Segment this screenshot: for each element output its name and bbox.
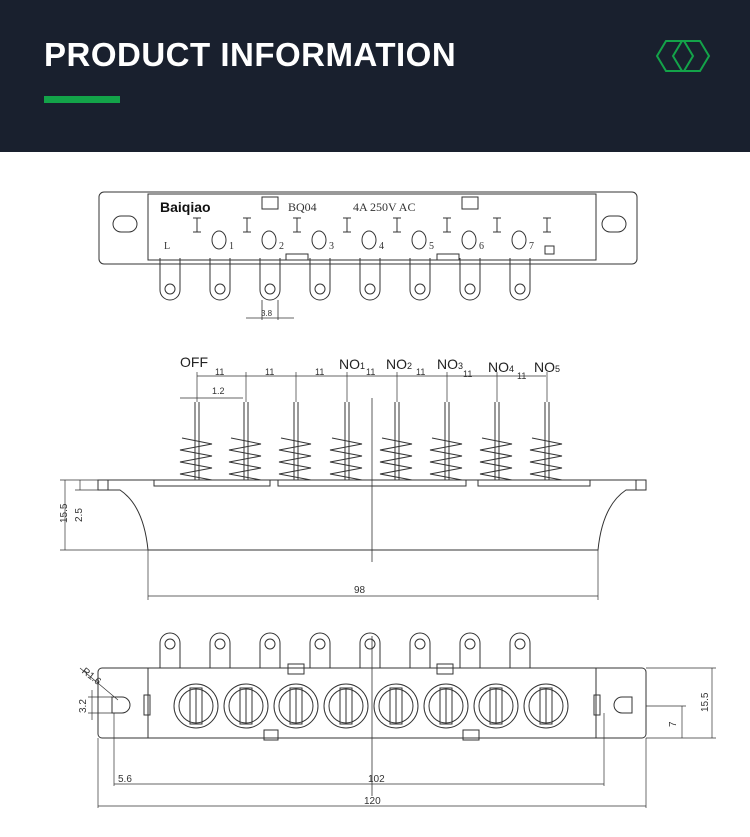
- top-terminals: [159, 258, 531, 301]
- top-key-small: [544, 245, 555, 255]
- spacing-dim-3: 11: [315, 367, 324, 377]
- page-title: PRODUCT INFORMATION: [44, 36, 457, 73]
- spacing-dim-6: 11: [463, 369, 472, 379]
- top-housing: [147, 193, 597, 261]
- contact-off-label: OFF: [180, 354, 208, 370]
- spacing-dim-4: 11: [366, 367, 375, 377]
- title-accent-bar: [44, 96, 120, 103]
- side-springs: [179, 402, 563, 481]
- header-banner: PRODUCT INFORMATION: [0, 0, 750, 152]
- side-offset-dim: 2.5: [74, 508, 85, 522]
- bottom-half-height-dimension: 7: [668, 721, 679, 727]
- contact-no1-label: NO1: [339, 356, 365, 372]
- pin-label-6: 6: [479, 241, 484, 252]
- bottom-tab-bottom: [263, 729, 279, 741]
- bottom-view: [79, 632, 716, 808]
- model-label: BQ04: [288, 200, 317, 214]
- contact-no3-label: NO3: [437, 356, 463, 372]
- brand-label: Baiqiao: [160, 199, 211, 215]
- technical-drawing: Baiqiao BQ04 4A 250V AC L 1 2 3 4 5 6 7 …: [59, 191, 716, 808]
- pin-label-7: 7: [529, 241, 534, 252]
- pin-label-4: 4: [379, 241, 384, 252]
- top-key-right: [436, 253, 460, 261]
- bottom-dim-lines: [79, 667, 716, 808]
- pitch-dimension: 3.8: [261, 309, 273, 318]
- mount-slot-left: [112, 215, 138, 233]
- top-view: [98, 191, 638, 320]
- pin-label-1: 1: [229, 241, 234, 252]
- side-width-dim: 98: [354, 585, 366, 596]
- mount-slot-bottom-right: [613, 696, 633, 714]
- pin-label-5: 5: [429, 241, 434, 252]
- contact-no5-label: NO5: [534, 359, 560, 375]
- pin-width-dim: 1.2: [212, 386, 225, 396]
- total-dimension: 120: [364, 796, 381, 807]
- rating-label: 4A 250V AC: [353, 200, 415, 214]
- spacing-dim-1: 11: [215, 367, 224, 377]
- bottom-terminals: [159, 632, 531, 668]
- top-ovals: [211, 230, 527, 250]
- spacing-dim-2: 11: [265, 367, 274, 377]
- top-view-labels: Baiqiao BQ04 4A 250V AC L 1 2 3 4 5 6 7 …: [160, 199, 534, 318]
- top-body-outline: [98, 191, 638, 265]
- pin-label-l: L: [164, 241, 170, 252]
- spacing-dim-5: 11: [416, 367, 425, 377]
- spacing-dim-7: 11: [517, 371, 526, 381]
- side-dim-lines: [60, 372, 599, 600]
- bottom-tab-top-2: [436, 663, 454, 675]
- contact-no2-label: NO2: [386, 356, 412, 372]
- bottom-tab-top: [287, 663, 305, 675]
- slot-dimension: 3.2: [78, 699, 89, 713]
- side-view: [60, 372, 647, 600]
- mount-slot-right: [601, 215, 627, 233]
- bottom-height-dimension: 15.5: [700, 692, 711, 712]
- bottom-buttons: [173, 683, 569, 729]
- side-view-labels: OFF NO1 NO2 NO3 NO4 NO5 11 11 11 11 11 1…: [59, 354, 560, 596]
- pin-label-3: 3: [329, 241, 334, 252]
- center-dimension: 102: [368, 774, 385, 785]
- bottom-clip-left: [143, 694, 151, 716]
- mount-slot-bottom-left: [111, 696, 131, 714]
- top-tab-right: [461, 196, 479, 210]
- side-height-dim: 15.5: [59, 503, 70, 523]
- top-key-left: [285, 253, 309, 261]
- contact-no4-label: NO4: [488, 359, 514, 375]
- bottom-tab-bottom-2: [462, 729, 480, 741]
- top-i-marks: [193, 217, 551, 233]
- double-hexagon-icon: [655, 40, 711, 72]
- edge-dimension: 5.6: [118, 774, 132, 785]
- pin-label-2: 2: [279, 241, 284, 252]
- top-tab-left: [261, 196, 279, 210]
- bottom-view-labels: R1.6 3.2 5.6 102 120 15.5 7: [78, 666, 711, 807]
- bottom-clip-right: [593, 694, 601, 716]
